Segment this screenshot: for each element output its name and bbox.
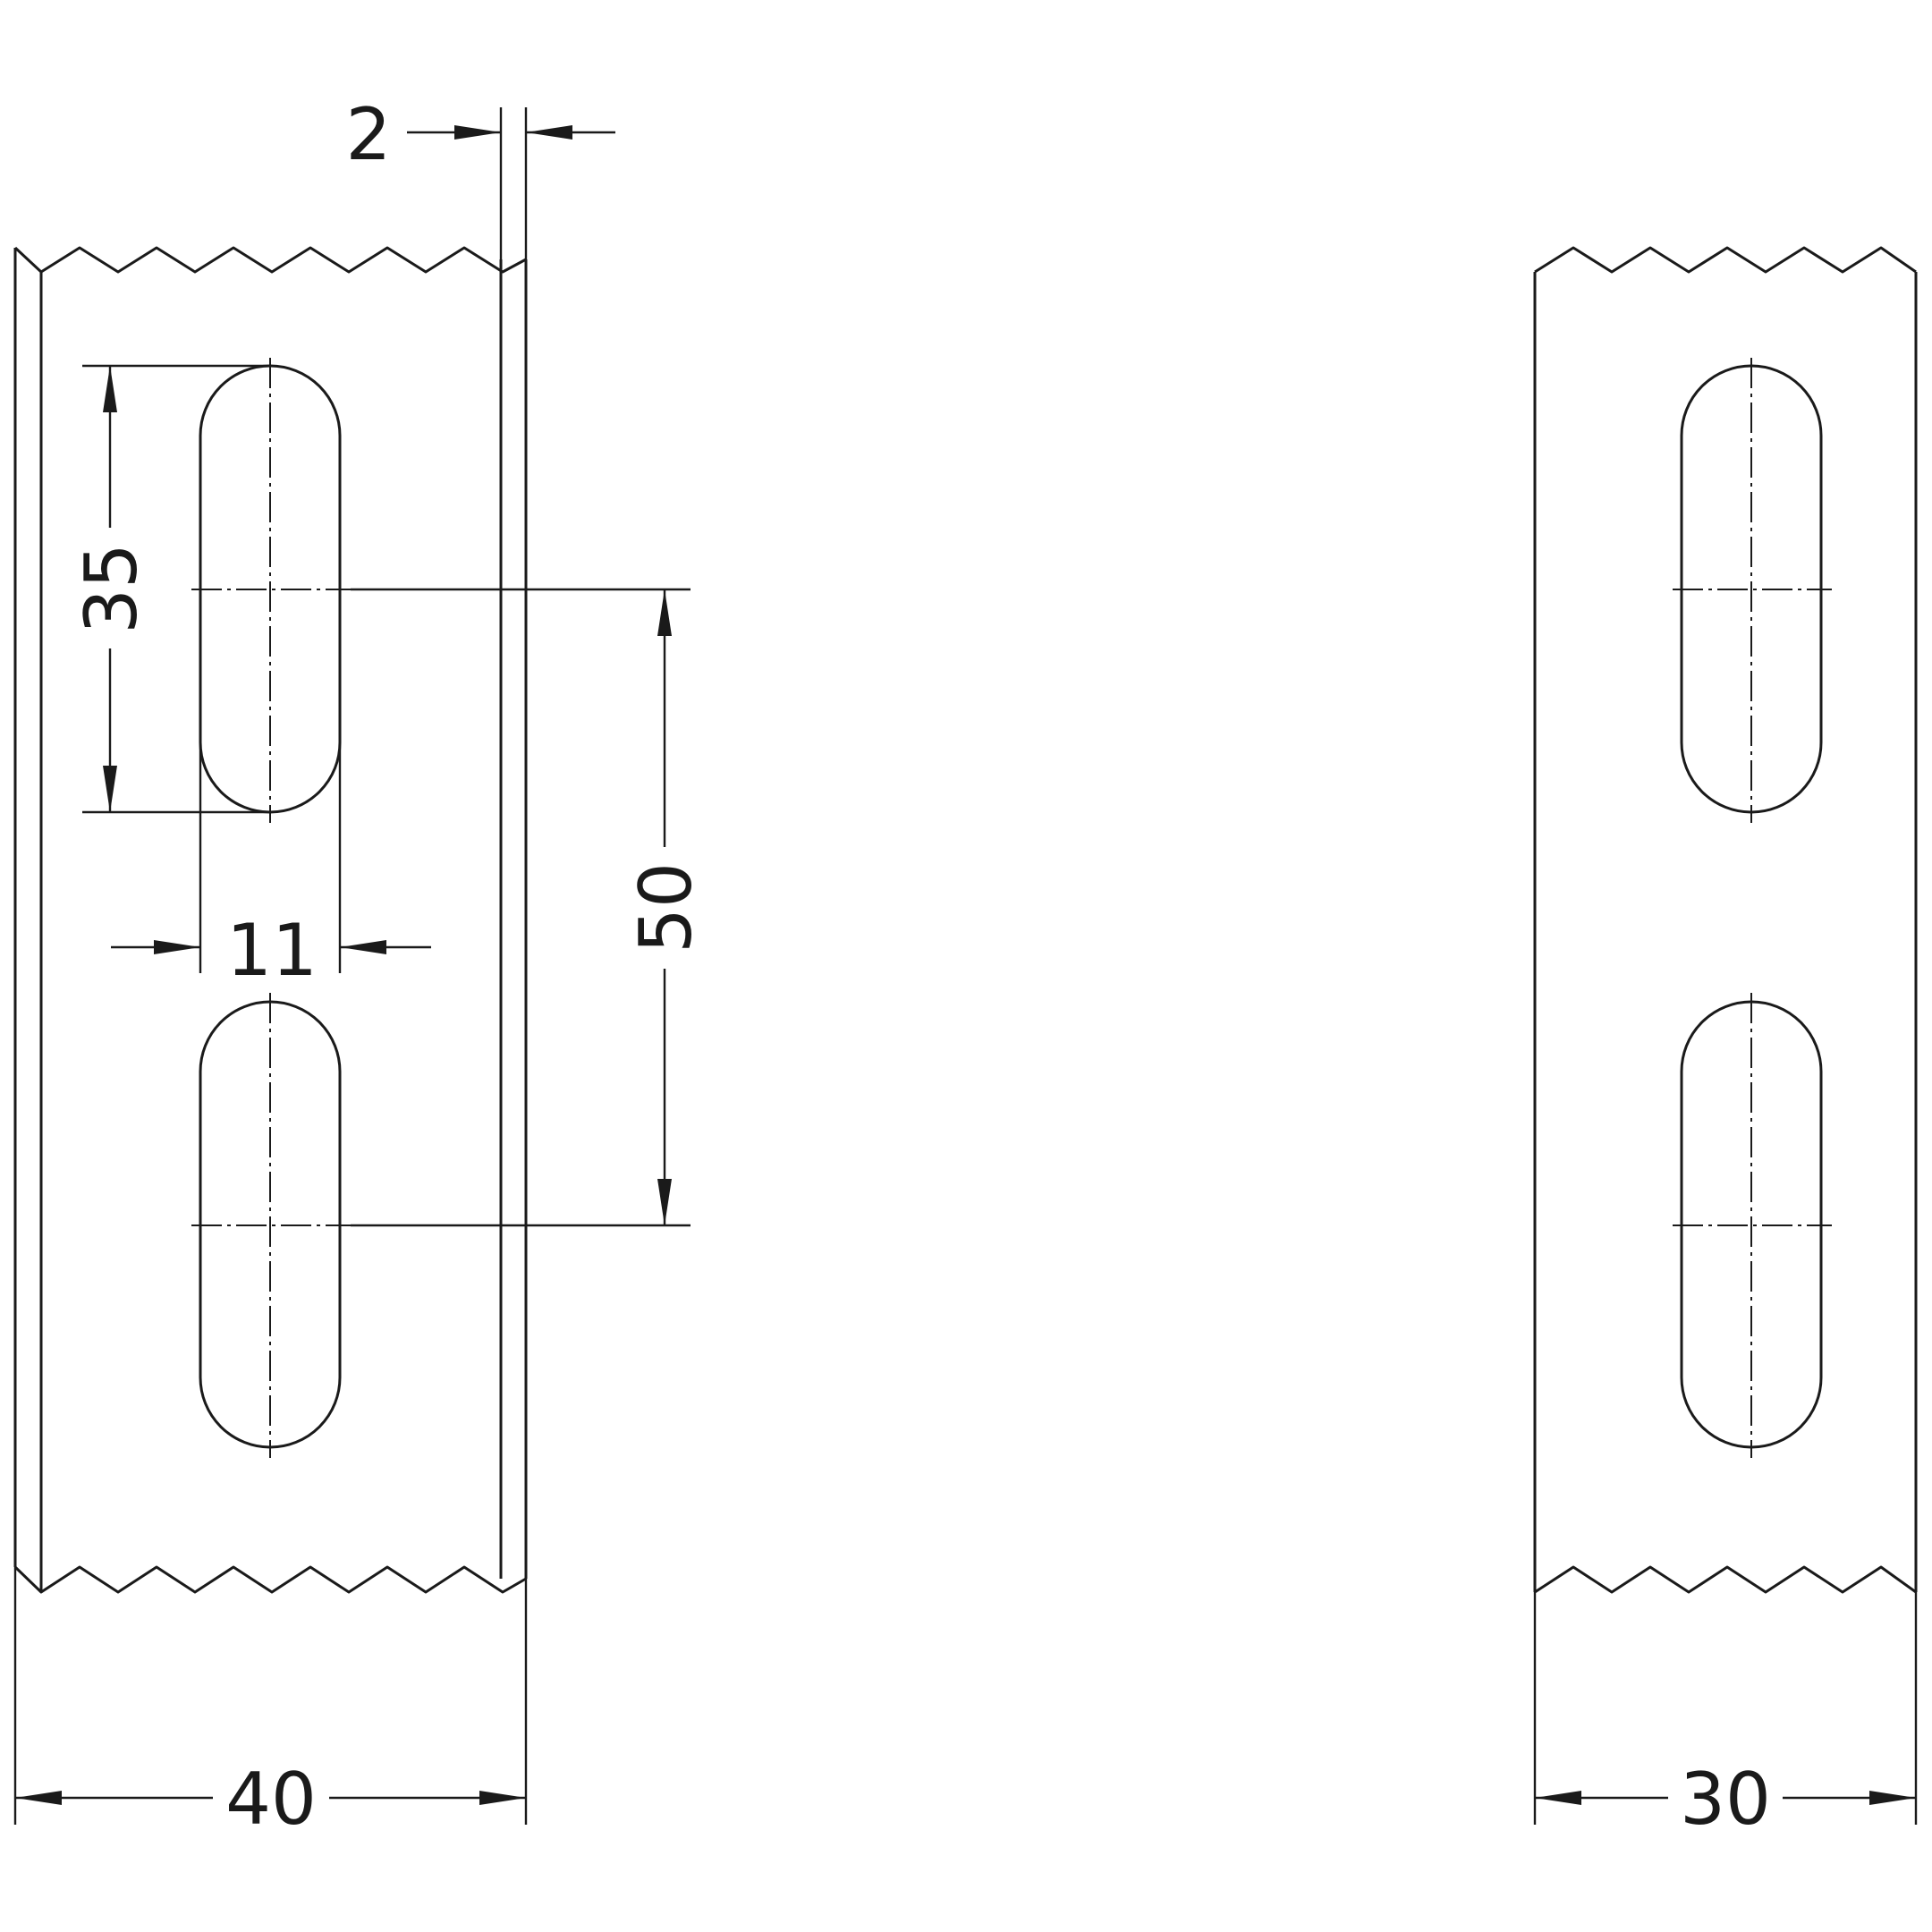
dim-2-arrow-left [454, 125, 501, 140]
dim-40-arrow-right [479, 1791, 526, 1805]
dim-50-arrow-bottom [657, 1179, 672, 1225]
dim-11-arrow-left [154, 940, 200, 954]
dim-35-arrow-bottom [103, 766, 117, 812]
dim-side-width: 30 [1533, 1592, 1918, 1841]
dim-35-arrow-top [103, 366, 117, 412]
dim-50-arrow-top [657, 589, 672, 636]
dim-11-label: 11 [226, 909, 318, 992]
dim-50-label: 50 [624, 862, 708, 953]
dim-35-label: 35 [70, 543, 153, 634]
front-view [13, 246, 528, 1594]
front-slot-lower [199, 1000, 342, 1449]
dim-30-label: 30 [1680, 1758, 1771, 1841]
side-slot-upper [1680, 364, 1823, 814]
side-slot-lower [1680, 1000, 1823, 1449]
dim-40-label: 40 [225, 1758, 317, 1841]
dim-front-width: 40 [13, 1567, 528, 1841]
dim-40-arrow-left [15, 1791, 62, 1805]
side-view [1533, 246, 1918, 1594]
dim-slot-width: 11 [111, 742, 431, 992]
front-break-top [13, 246, 527, 274]
dim-wall-thickness: 2 [346, 93, 615, 259]
dim-30-arrow-left [1535, 1791, 1581, 1805]
dim-slot-pitch: 50 [351, 588, 708, 1227]
front-break-bottom [13, 1565, 527, 1594]
dim-11-arrow-right [340, 940, 386, 954]
dim-slot-length: 35 [70, 364, 270, 814]
dim-2-label: 2 [346, 93, 392, 176]
side-break-bottom [1534, 1565, 1917, 1594]
dim-30-arrow-right [1869, 1791, 1916, 1805]
side-break-top [1534, 246, 1917, 274]
dim-2-arrow-right [526, 125, 572, 140]
